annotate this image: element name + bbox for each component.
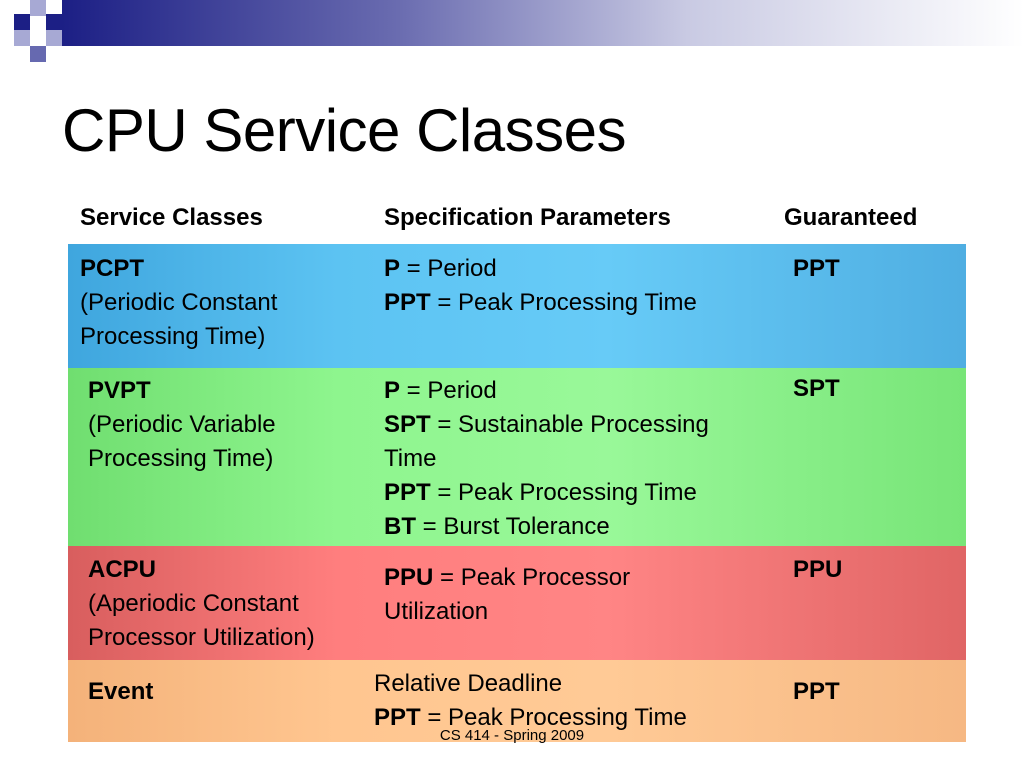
class-name: PCPT [80, 255, 145, 282]
parameter-term: P [384, 377, 401, 404]
class-name: PVPT [88, 377, 151, 404]
parameter-definition: = Burst Tolerance [416, 513, 610, 540]
decor-square [46, 30, 62, 46]
decor-square [30, 46, 46, 62]
parameter-term: P [384, 255, 401, 282]
column-header-specification-parameters: Specification Parameters [384, 204, 671, 231]
service-class-cell: ACPU (Aperiodic Constant Processor Utili… [88, 553, 315, 655]
parameters-cell: PPU = Peak Processor Utilization [384, 561, 630, 629]
parameter-definition: = Peak Processing Time [420, 704, 687, 731]
service-class-cell: PVPT (Periodic Variable Processing Time) [88, 374, 276, 476]
slide-footer: CS 414 - Spring 2009 [439, 727, 585, 744]
parameter-definition: = Peak Processor [433, 564, 631, 591]
class-description: (Aperiodic Constant [88, 590, 299, 617]
service-class-cell: PCPT (Periodic Constant Processing Time) [80, 252, 277, 354]
header-gradient-bar [62, 0, 1024, 46]
guaranteed-cell: SPT [793, 375, 840, 402]
parameter-definition: Time [384, 445, 437, 472]
parameter-definition: Utilization [384, 598, 489, 625]
column-header-service-classes: Service Classes [80, 204, 263, 231]
parameter-definition: = Sustainable Processing [430, 411, 709, 438]
guaranteed-cell: PPT [793, 255, 840, 282]
parameter-term: SPT [384, 411, 431, 438]
parameter-term: PPU [384, 564, 434, 591]
parameter-line: P = Period [384, 252, 697, 286]
parameter-term: BT [384, 513, 416, 540]
decor-square [14, 30, 30, 46]
parameter-line: P = Period [384, 374, 709, 408]
parameter-definition: Relative Deadline [374, 670, 563, 697]
parameter-line: PPT = Peak Processing Time [384, 286, 697, 320]
parameters-cell: P = Period PPT = Peak Processing Time [384, 252, 697, 320]
guaranteed-cell: PPT [793, 678, 840, 705]
parameters-cell: P = Period SPT = Sustainable Processing … [384, 374, 709, 544]
parameter-line: PPT = Peak Processing Time [384, 476, 709, 510]
table-row-event: Event Relative Deadline PPT = Peak Proce… [68, 660, 966, 742]
parameter-definition: = Peak Processing Time [430, 289, 697, 316]
table-row-acpu: ACPU (Aperiodic Constant Processor Utili… [68, 546, 966, 660]
column-header-guaranteed: Guaranteed [784, 204, 918, 231]
class-description: (Periodic Variable [88, 411, 276, 438]
class-description: Processor Utilization) [88, 624, 315, 651]
class-description: Processing Time) [88, 445, 274, 472]
parameter-line: Relative Deadline [374, 667, 687, 701]
class-description: Processing Time) [80, 323, 266, 350]
guaranteed-cell: PPU [793, 556, 843, 583]
header-decoration [0, 0, 1024, 64]
table-row-pcpt: PCPT (Periodic Constant Processing Time)… [68, 244, 966, 368]
parameter-definition: = Peak Processing Time [430, 479, 697, 506]
parameter-line: Utilization [384, 595, 630, 629]
parameter-term: PPT [384, 289, 431, 316]
class-description: (Periodic Constant [80, 289, 278, 316]
decor-square [30, 0, 46, 16]
parameter-definition: = Period [400, 377, 497, 404]
parameter-line: BT = Burst Tolerance [384, 510, 709, 544]
parameter-line: PPT = Peak Processing Time [374, 701, 687, 735]
parameter-line: SPT = Sustainable Processing [384, 408, 709, 442]
table-row-pvpt: PVPT (Periodic Variable Processing Time)… [68, 368, 966, 546]
parameter-term: PPT [384, 479, 431, 506]
parameters-cell: Relative Deadline PPT = Peak Processing … [374, 667, 687, 735]
parameter-definition: = Period [400, 255, 497, 282]
class-name: Event [88, 678, 154, 705]
class-name: ACPU [88, 556, 157, 583]
parameter-line: Time [384, 442, 709, 476]
slide-title: CPU Service Classes [62, 97, 627, 164]
decor-square [14, 14, 30, 30]
parameter-term: PPT [374, 704, 421, 731]
decor-square [46, 14, 62, 30]
parameter-line: PPU = Peak Processor [384, 561, 630, 595]
